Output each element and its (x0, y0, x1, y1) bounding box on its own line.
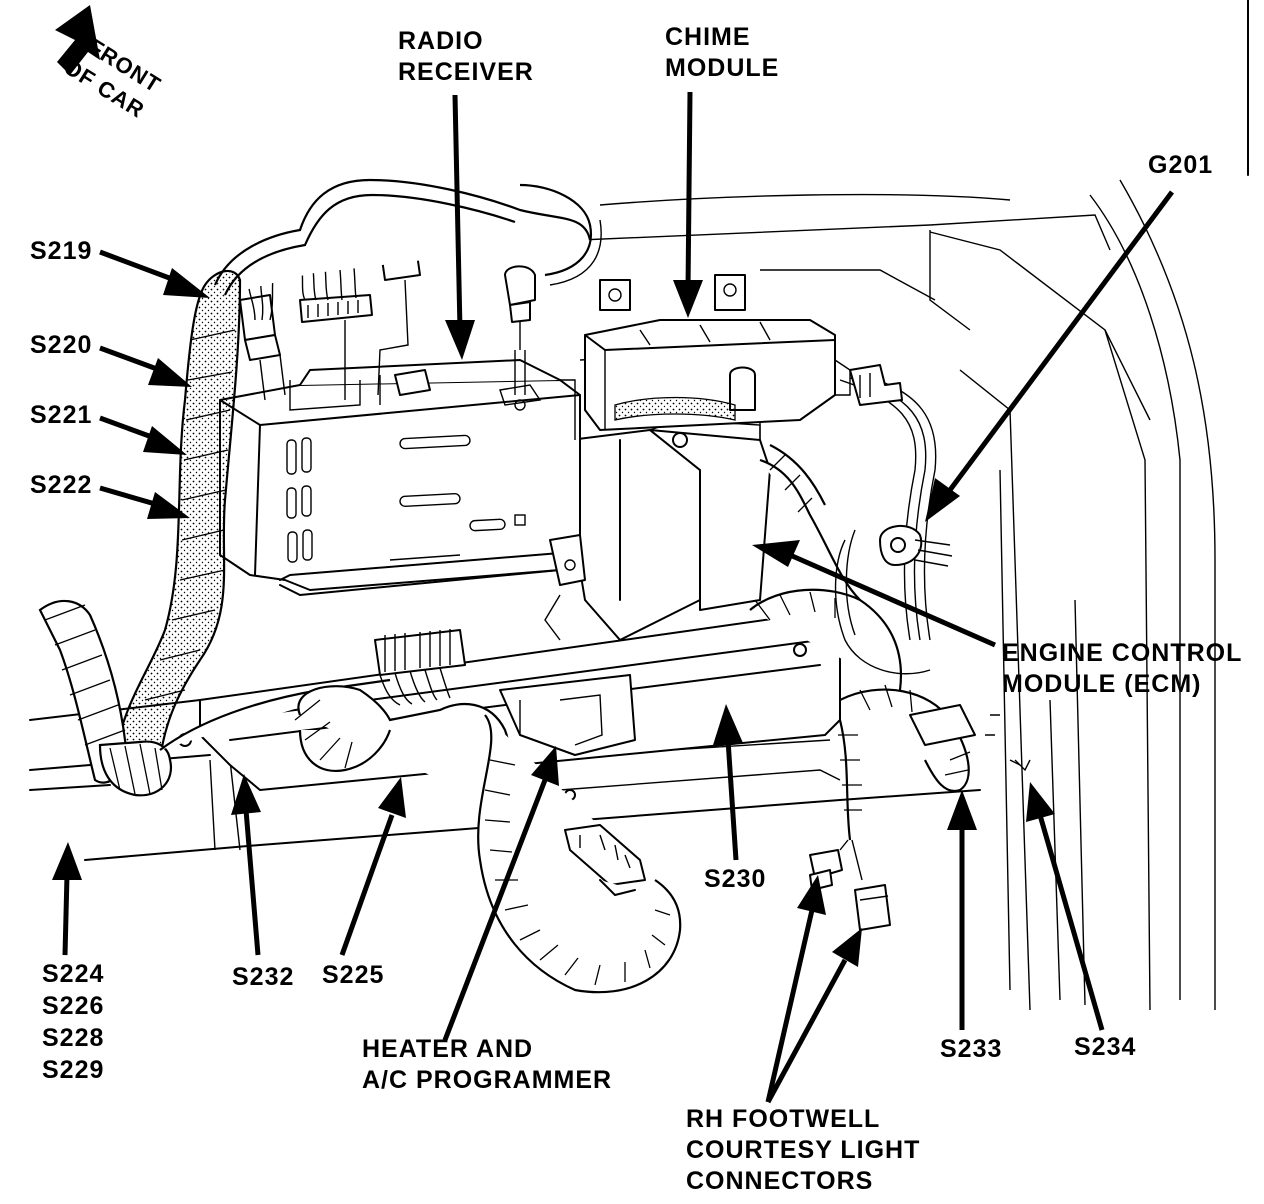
s219-label: S219 (30, 237, 93, 265)
s224-group-label: S224 S226 S228 S229 (42, 958, 104, 1086)
radio-receiver-label: RADIO RECEIVER (398, 26, 534, 88)
ecm-line-1: ENGINE CONTROL (1002, 639, 1243, 667)
s225-label: S225 (322, 961, 385, 989)
g201-label: G201 (1148, 151, 1214, 179)
s222-label: S222 (30, 471, 93, 499)
chime-module-label: CHIME MODULE (665, 22, 779, 84)
radio-receiver-unit (219, 359, 586, 641)
heater-ac-line-1: HEATER AND (362, 1035, 534, 1063)
s229-label: S229 (42, 1056, 105, 1084)
ecm-line-2: MODULE (ECM) (1002, 670, 1202, 698)
rh-footwell-line-3: CONNECTORS (686, 1167, 874, 1195)
radio-receiver-line-2: RECEIVER (398, 58, 534, 86)
right-harness (749, 364, 1031, 931)
s221-label: S221 (30, 401, 93, 429)
radio-receiver-line-1: RADIO (398, 27, 484, 55)
chime-module-unit (584, 274, 851, 448)
s224-label: S224 (42, 960, 105, 988)
heater-ac-label: HEATER AND A/C PROGRAMMER (362, 1034, 612, 1096)
front-of-car-arrow (55, 5, 100, 75)
rh-footwell-label: RH FOOTWELL COURTESY LIGHT CONNECTORS (686, 1104, 920, 1197)
rh-footwell-line-2: COURTESY LIGHT (686, 1136, 921, 1164)
s230-label: S230 (704, 865, 767, 893)
rh-footwell-line-1: RH FOOTWELL (686, 1105, 881, 1133)
s228-label: S228 (42, 1024, 105, 1052)
ecm-label: ENGINE CONTROL MODULE (ECM) (1002, 638, 1242, 700)
s234-label: S234 (1074, 1033, 1137, 1061)
s233-label: S233 (940, 1035, 1003, 1063)
leader-arrows (52, 91, 1175, 1104)
center-harness (294, 629, 682, 994)
s232-label: S232 (232, 963, 295, 991)
front-arrow-icon (55, 5, 100, 75)
chime-module-line-2: MODULE (665, 54, 780, 82)
chime-module-line-1: CHIME (665, 23, 751, 51)
heater-ac-line-2: A/C PROGRAMMER (362, 1066, 613, 1094)
s226-label: S226 (42, 992, 105, 1020)
s220-label: S220 (30, 331, 93, 359)
